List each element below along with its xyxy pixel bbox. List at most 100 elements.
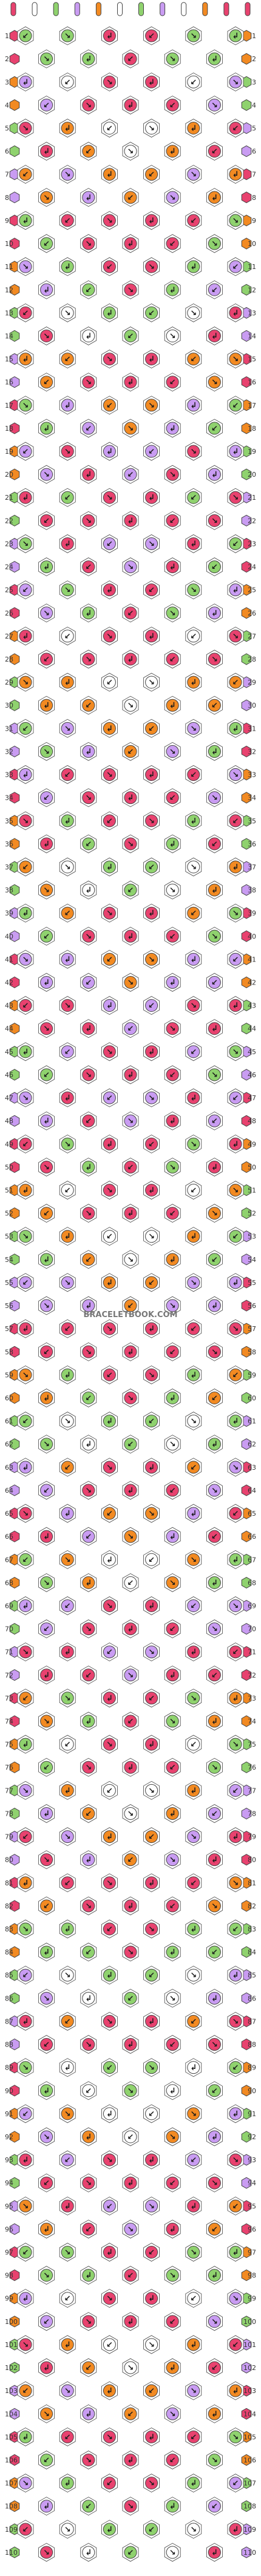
knot-fill (208, 2546, 221, 2559)
knot: ↲ (206, 2543, 223, 2562)
knot-arrow-icon: ↘ (85, 2179, 92, 2188)
row-number-right: 79 (248, 1833, 256, 1841)
knot-arrow-icon: ↲ (127, 1625, 134, 1634)
knot-fill (187, 2153, 200, 2166)
knot: ↘ (164, 1850, 181, 1870)
knot-arrow-icon: ↲ (190, 817, 197, 826)
edge-strand-left (9, 2362, 20, 2374)
edge-strand-right (241, 1576, 252, 1588)
knot-arrow-icon: ↘ (190, 170, 197, 179)
knot-arrow-icon: ↘ (85, 101, 92, 110)
knot-arrow-icon: ↘ (64, 1833, 71, 1842)
knot-arrow-icon: ↙ (64, 1602, 71, 1611)
knot: ↲ (227, 2520, 244, 2539)
knot-fill (124, 1391, 137, 1404)
knot-arrow-icon: ↘ (106, 355, 113, 364)
knot-arrow-icon: ↙ (43, 2179, 50, 2188)
row-number-right: 82 (248, 1902, 256, 1910)
knot-fill (19, 2199, 32, 2213)
knot-arrow-icon: ↲ (190, 1510, 197, 1519)
knot-fill (40, 699, 53, 712)
knot-fill (166, 514, 179, 527)
knot-arrow-icon: ↲ (106, 586, 113, 595)
knot-fill (145, 2153, 158, 2166)
knot-arrow-icon: ↙ (169, 1071, 176, 1080)
knot: ↙ (206, 834, 223, 854)
knot-arrow-icon: ↘ (211, 2456, 218, 2465)
knot: ↘ (101, 350, 118, 369)
knot-arrow-icon: ↲ (85, 1856, 92, 1865)
knot-fill (103, 121, 116, 134)
row-number-right: 99 (248, 2295, 256, 2303)
knot: ↲ (101, 719, 118, 738)
knot: ↲ (101, 1412, 118, 1431)
row-number-right: 31 (248, 725, 256, 732)
knot-arrow-icon: ↙ (43, 1625, 50, 1634)
knot-arrow-icon: ↘ (211, 1071, 218, 1080)
knot: ↲ (38, 2358, 55, 2377)
knot-arrow-icon: ↙ (190, 355, 197, 364)
knot: ↲ (227, 2381, 244, 2400)
knot: ↙ (185, 2289, 202, 2308)
knot-fill (82, 1022, 95, 1035)
knot: ↙ (59, 72, 76, 91)
knot-arrow-icon: ↙ (148, 1417, 155, 1426)
knot-arrow-icon: ↘ (190, 2387, 197, 2396)
knot: ↙ (164, 1204, 181, 1223)
knot: ↙ (143, 2104, 160, 2123)
knot: ↲ (122, 1896, 139, 1916)
knot-arrow-icon: ↙ (127, 609, 134, 618)
knot-arrow-icon: ↲ (106, 863, 113, 872)
knot: ↘ (122, 2219, 139, 2239)
knot-fill (61, 1184, 74, 1197)
knot-arrow-icon: ↙ (64, 2294, 71, 2303)
row-number-right: 50 (248, 1163, 256, 1171)
knot-fill (61, 1599, 74, 1612)
knot: ↲ (206, 465, 223, 484)
knot: ↙ (164, 2035, 181, 2054)
knot-fill (187, 1830, 200, 1844)
knot-arrow-icon: ↙ (106, 540, 113, 549)
knot-arrow-icon: ↲ (64, 124, 71, 133)
knot: ↲ (143, 765, 160, 784)
knot: ↲ (206, 1573, 223, 1592)
knot-fill (19, 1738, 32, 1751)
knot: ↲ (101, 1134, 118, 1154)
edge-strand-left (9, 1623, 20, 1635)
knot: ↲ (227, 857, 244, 877)
edge-strand-left (9, 561, 20, 573)
knot-fill (61, 1968, 74, 1982)
knot: ↲ (17, 765, 34, 784)
knot-arrow-icon: ↘ (169, 1024, 176, 1034)
knot-arrow-icon: ↙ (85, 147, 92, 156)
knot-fill (124, 145, 137, 158)
knot: ↲ (185, 2335, 202, 2354)
knot-fill (103, 2477, 116, 2490)
knot: ↘ (206, 511, 223, 530)
knot: ↘ (206, 1619, 223, 1639)
knot-fill (208, 1022, 221, 1035)
knot-arrow-icon: ↲ (169, 286, 176, 295)
knot-fill (40, 2315, 53, 2328)
knot-arrow-icon: ↲ (127, 656, 134, 665)
knot-fill (124, 652, 137, 666)
knot-fill (145, 2523, 158, 2536)
knot-fill (145, 2107, 158, 2120)
knot: ↙ (185, 72, 202, 91)
knot: ↘ (59, 1550, 76, 1569)
knot: ↘ (59, 996, 76, 1015)
knot-arrow-icon: ↲ (232, 863, 239, 872)
knot: ↙ (38, 1758, 55, 1777)
knot-arrow-icon: ↙ (211, 840, 218, 849)
knot-fill (208, 283, 221, 296)
knot-fill (19, 2107, 32, 2120)
knot-arrow-icon: ↙ (211, 1394, 218, 1403)
edge-strand-left (9, 884, 20, 896)
knot-fill (61, 306, 74, 319)
knot-arrow-icon: ↲ (85, 748, 92, 757)
knot-arrow-icon: ↲ (232, 1833, 239, 1842)
knot-arrow-icon: ↲ (211, 886, 218, 895)
knot-arrow-icon: ↲ (211, 2548, 218, 2557)
strand-start-4 (74, 2, 80, 16)
knot-fill (208, 2454, 221, 2467)
